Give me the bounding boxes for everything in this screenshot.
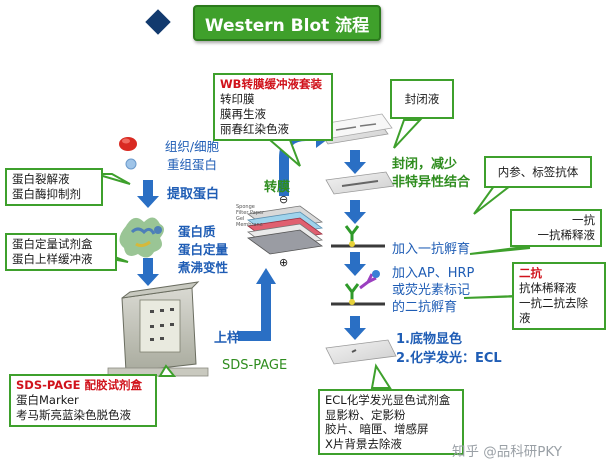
extract-protein-label: 提取蛋白 [167,187,220,202]
arrow-load-icon [238,268,276,341]
developer-text: 显影粉、定影粉 [325,407,406,422]
secondary-incubation-label: 加入AP、HRP 或荧光素标记 的二抗孵育 [392,265,474,316]
ecl-text: 2.化学发光：ECL [396,351,502,366]
tissue-cell-icon [119,137,137,170]
arrow-primary-icon [344,200,366,224]
blocking-label: 封闭，减少 非特异性结合 [392,156,470,192]
anode-sign: ⊕ [279,256,289,269]
marker-text: 蛋白Marker [16,393,79,407]
blocking-buffer-text: 封闭液 [404,91,440,106]
sds-page-label: SDS-PAGE [222,358,288,373]
primary-antibody-box: 一抗 一抗稀释液 [510,209,602,247]
membrane-layer-text: Membrane [236,222,263,228]
quant-kit-text: 蛋白定量试剂盒 [12,237,93,251]
watermark: 知乎 @品科研PKY [452,444,563,460]
protease-inhibitor-text: 蛋白酶抑制剂 [12,187,81,201]
protein-molecule-icon [119,217,164,258]
primary-diluent-text: 一抗稀释液 [537,228,596,242]
sds-reagent-box: SDS-PAGE 配胶试剂盒 蛋白Marker 考马斯亮蓝染色脱色液 [9,374,157,427]
primary-incubation-label: 加入一抗孵育 [392,242,471,257]
blocking-text: 封闭，减少 [392,157,458,172]
secondary-antibody-icon [331,270,385,306]
arrow-denature-icon [137,258,159,286]
quantify-text: 蛋白定量 [178,242,229,257]
sds-kit-header: SDS-PAGE 配胶试剂盒 [16,378,142,392]
page-title-text: Western Blot 流程 [204,15,370,36]
xray-text: X片背景去除液 [325,436,402,451]
ap-hrp-text: 加入AP、HRP [392,266,475,281]
reference-antibody-text: 内参、标签抗体 [497,164,579,179]
reference-antibody-box: 内参、标签抗体 [484,156,592,188]
nonspecific-text: 非特异性结合 [392,175,471,190]
cathode-sign: ⊖ [279,193,289,206]
membrane-stack-icon [317,113,393,145]
membrane-text: 转印膜 [220,92,255,106]
stripping-buffer-text: 一抗二抗去除液 [519,296,588,325]
blocking-reagent-box: 封闭液 [390,79,454,119]
loading-buffer-text: 蛋白上样缓冲液 [12,252,93,266]
regeneration-text: 膜再生液 [220,107,266,121]
arrow-block-icon [344,150,366,174]
transfer-kit-header: WB转膜缓冲液套装 [220,77,322,91]
coomassie-text: 考马斯亮蓝染色脱色液 [16,408,131,422]
ecl-reagent-box: ECL化学发光显色试剂盒 显影粉、定影粉 胶片、暗匣、增感屏 X片背景去除液 [318,389,464,455]
page-title: Western Blot 流程 [193,5,381,41]
gel-text: Gel [236,216,245,222]
gel-apparatus-icon [107,281,209,377]
substrate-text: 1.底物显色 [396,332,462,347]
developed-film-icon [325,339,397,365]
lysis-reagent-box: 蛋白裂解液 蛋白酶抑制剂 [5,168,103,206]
sponge-text: Sponge [236,204,255,210]
antibody-diluent-text: 抗体稀释液 [519,281,577,295]
ponceau-text: 丽春红染色液 [220,122,289,136]
secondary-header: 二抗 [519,266,542,280]
detection-label: 1.底物显色 2.化学发光：ECL [396,330,502,368]
primary-antibody-text: 一抗 [572,213,595,227]
quant-reagent-box: 蛋白定量试剂盒 蛋白上样缓冲液 [5,233,117,271]
transfer-sandwich-icon [246,205,324,255]
sample-source-label: 组织/细胞 重组蛋白 [157,138,227,174]
ecl-kit-text: ECL化学发光显色试剂盒 [325,393,451,407]
lysis-buffer-text: 蛋白裂解液 [12,172,70,186]
loading-label: 上样 [214,331,241,346]
recombinant-protein-text: 重组蛋白 [166,157,217,172]
fluorescein-text: 或荧光素标记 [392,283,471,298]
secondary-antibody-box: 二抗 抗体稀释液 一抗二抗去除液 [512,262,606,330]
arrow-secondary-icon [344,252,366,276]
arrow-extract-icon [137,180,159,208]
filter-paper-text: Filter Paper [236,210,265,216]
secondary-incubate-text: 的二抗孵育 [392,300,458,315]
transfer-label: 转膜 [264,180,291,195]
protein-processing-label: 蛋白质 蛋白定量 煮沸变性 [178,223,228,277]
film-text: 胶片、暗匣、增感屏 [325,422,429,436]
arrow-detect-icon [344,316,366,340]
protein-text: 蛋白质 [178,224,216,239]
sandwich-layer-labels: Sponge Filter Paper Gel Membrane [236,204,264,228]
transfer-reagent-box: WB转膜缓冲液套装 转印膜 膜再生液 丽春红染色液 [213,73,333,141]
tissue-cell-text: 组织/细胞 [164,139,220,154]
primary-antibody-icon [331,225,385,248]
blocked-membrane-icon [325,171,395,195]
denature-text: 煮沸变性 [178,260,229,275]
